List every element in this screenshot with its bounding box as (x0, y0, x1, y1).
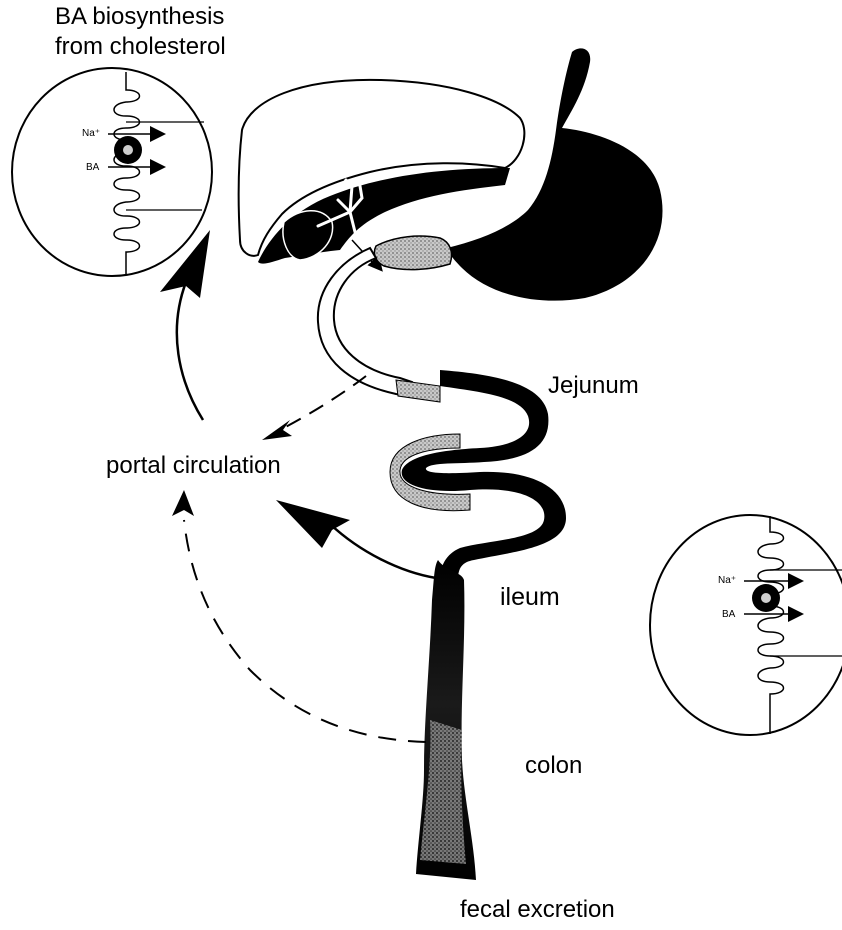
gallbladder (283, 211, 333, 260)
jejunum-to-portal-dashed-arrowhead (262, 420, 292, 440)
colon-to-portal-dashed-arrow (184, 520, 426, 742)
jejunum-segment (396, 380, 440, 402)
label-ileum: ileum (500, 583, 560, 612)
ileum-to-portal-arrow (330, 524, 436, 578)
colon-to-portal-dashed-arrowhead (172, 490, 194, 516)
label-jejunum: Jejunum (548, 372, 639, 400)
small-intestine (402, 370, 566, 580)
cell-label-ba-ileum: BA (722, 609, 736, 620)
duodenal-bulb (374, 236, 451, 270)
cell-label-na-ileum: Na⁺ (718, 575, 736, 586)
label-fecal-excretion: fecal excretion (460, 896, 615, 924)
label-portal-circulation: portal circulation (106, 452, 281, 480)
title-line-2: from cholesterol (55, 32, 226, 62)
title-line-1: BA biosynthesis (55, 2, 226, 32)
ileal-enterocyte-inset: Na⁺ BA (650, 515, 842, 735)
ileum-to-portal-arrowhead (276, 500, 350, 548)
portal-to-liver-arrow (177, 282, 203, 420)
label-colon: colon (525, 752, 582, 780)
cell-label-ba: BA (86, 162, 100, 173)
duodenum (318, 248, 412, 396)
cell-label-na: Na⁺ (82, 128, 100, 139)
liver-cell-inset: Na⁺ BA (12, 68, 212, 276)
diagram-title: BA biosynthesis from cholesterol (55, 2, 226, 62)
jejunum-to-portal-dashed-arrow (280, 376, 366, 430)
